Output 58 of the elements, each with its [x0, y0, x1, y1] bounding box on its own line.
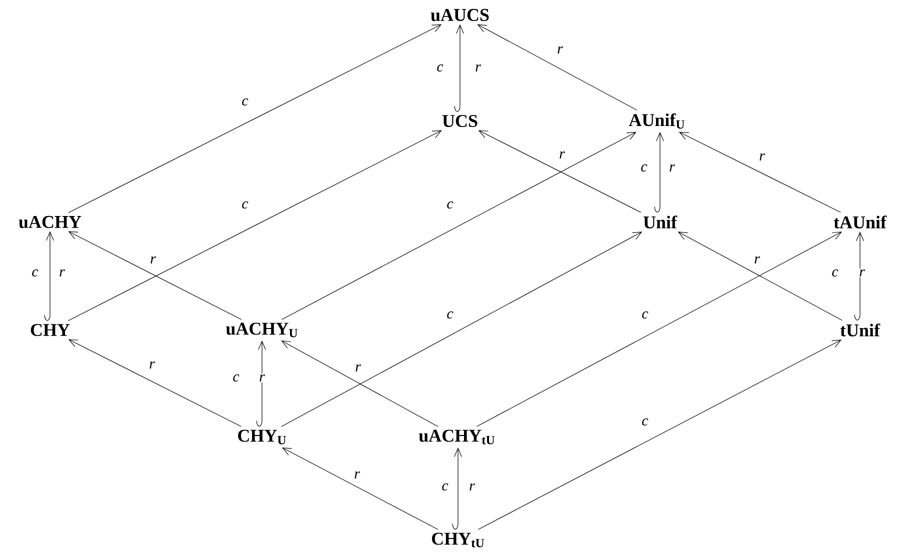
map-label: r — [474, 63, 482, 73]
edge-label: c — [446, 310, 454, 320]
hooked-arrow — [452, 448, 462, 530]
node-label: uAUCS — [430, 8, 489, 22]
arrow — [68, 24, 442, 214]
hooked-arrow — [256, 340, 266, 426]
arrow — [477, 24, 638, 110]
edge-label: c — [440, 482, 450, 492]
edge-label: c — [640, 163, 648, 173]
arrow — [478, 130, 642, 213]
node-label: CHY$_{tU}$ — [432, 532, 484, 548]
node-label: uACHY — [18, 216, 82, 228]
arrow — [68, 231, 242, 320]
edge-label: r — [353, 470, 361, 480]
edge-label: c — [830, 268, 840, 278]
edge-label: r — [556, 45, 564, 55]
arrow — [478, 340, 842, 530]
arrow — [282, 448, 438, 530]
edge-label: c — [640, 310, 650, 320]
map-label: r — [668, 163, 676, 173]
node-label: CHY — [30, 324, 70, 336]
edge-label: r — [148, 360, 156, 370]
edge-label: c — [436, 63, 444, 73]
arrow — [281, 232, 642, 427]
edge-label: c — [240, 97, 250, 107]
map-label: r — [258, 373, 266, 383]
edge-label: c — [232, 373, 240, 383]
edge-label: c — [30, 268, 40, 278]
edge-label: r — [753, 255, 761, 265]
map-label: r — [468, 482, 476, 492]
node-label: Unif — [643, 216, 678, 228]
edge-label: r — [354, 363, 362, 373]
hooked-arrow — [854, 232, 864, 320]
node-label: AUnif$_{U}$ — [628, 113, 684, 129]
edge-label: r — [758, 152, 766, 162]
arrow — [476, 232, 842, 427]
node-label: uACHY$_{U}$ — [226, 322, 298, 338]
edge-label: r — [149, 255, 157, 265]
arrow — [282, 132, 636, 320]
arrow — [281, 340, 438, 427]
edge-label: r — [558, 150, 566, 160]
node-label: UCS — [442, 114, 478, 128]
map-label: r — [58, 268, 66, 278]
map-label: r — [858, 268, 866, 278]
edge-label: c — [240, 200, 250, 210]
arrow — [678, 232, 842, 321]
edge-label: c — [446, 200, 454, 210]
arrow — [68, 339, 242, 427]
node-label: uACHY$_{tU}$ — [418, 430, 495, 444]
hooked-arrow — [44, 231, 54, 321]
arrow — [678, 132, 841, 213]
arrow — [68, 130, 442, 322]
hooked-arrow — [454, 24, 464, 112]
node-label: CHY$_{U}$ — [238, 430, 286, 444]
hooked-arrow — [654, 132, 664, 212]
node-label: tAUnif — [834, 216, 887, 228]
node-label: tUnif — [840, 324, 880, 336]
edge-label: c — [640, 417, 650, 427]
